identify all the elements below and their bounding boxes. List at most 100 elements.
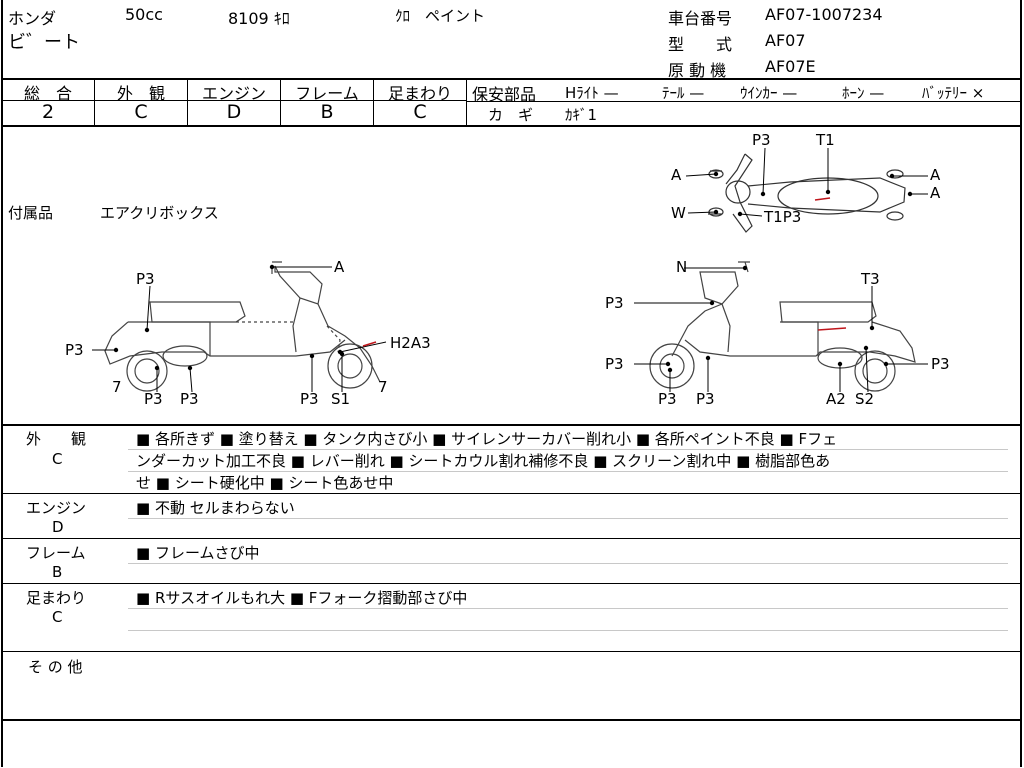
rule [280, 78, 281, 125]
rule [128, 608, 1008, 609]
remark-title-suspension: 足まわり [26, 589, 87, 607]
rule [187, 78, 188, 125]
label-right-p3-b1: P3 [658, 390, 677, 408]
safety-winker: ｳｲﾝｶｰ — [740, 84, 798, 102]
chassis-label: 車台番号 [668, 9, 733, 28]
remark-line: ンダーカット加工不良 ■ レバー削れ ■ シートカウル割れ補修不良 ■ スクリー… [136, 452, 831, 470]
scooter-top-view [708, 153, 906, 233]
safety-headlight: Hﾗｲﾄ — [565, 84, 619, 102]
label-right-a2: A2 [826, 390, 846, 408]
rule [128, 518, 1008, 519]
safety-label: 保安部品 [472, 85, 537, 104]
maker: ホンダ [8, 9, 57, 28]
label-left-p3-b2: P3 [180, 390, 199, 408]
leader-lines [92, 147, 928, 393]
label-left-seven-r: 7 [378, 378, 388, 396]
label-top-a2: A [930, 166, 941, 184]
label-top-t1: T1 [815, 131, 835, 149]
label-right-p3-b2: P3 [696, 390, 715, 408]
label-top-t1p3: T1P3 [763, 208, 801, 226]
rule [94, 78, 95, 125]
scooter-left-view [104, 261, 381, 392]
remark-title-frame: フレーム [26, 544, 86, 562]
model-name: ビ゛ート [8, 32, 80, 53]
grade-header-engine: エンジン [201, 84, 266, 103]
accessories-value: エアクリボックス [100, 204, 219, 222]
chassis-value: AF07-1007234 [765, 5, 883, 24]
type-label: 型 式 [668, 35, 733, 54]
remark-grade-suspension: C [52, 608, 63, 626]
rule [128, 563, 1008, 564]
displacement: 50cc [125, 5, 163, 24]
remark-grade-engine: D [52, 518, 64, 536]
rule [1, 538, 1022, 539]
label-left-h2a3: H2A3 [390, 334, 431, 352]
remark-title-exterior: 外 観 [26, 430, 87, 448]
rule [1, 583, 1022, 584]
grade-header-overall: 総 合 [23, 84, 72, 103]
label-right-p3-body: P3 [605, 294, 624, 312]
rule [1, 493, 1022, 494]
label-left-p3-front: P3 [65, 341, 84, 359]
rule [128, 471, 1008, 472]
remark-line: ■ 各所きず ■ 塗り替え ■ タンク内さび小 ■ サイレンサーカバー削れ小 ■… [136, 430, 838, 448]
rule [128, 630, 1008, 631]
grade-engine: D [226, 101, 242, 123]
damage-diagram: P3 T1 A A A W T1P3 A P3 P3 H2A3 7 7 P3 P… [65, 131, 950, 408]
remark-line: ■ Rサスオイルもれ大 ■ Fフォーク摺動部さび中 [136, 589, 468, 607]
key-value: ｶｷﾞ1 [565, 106, 598, 124]
label-left-p3-b3: P3 [300, 390, 319, 408]
remark-title-engine: エンジン [26, 499, 87, 517]
remark-line: ■ フレームさび中 [136, 544, 260, 562]
rule [1, 78, 1022, 80]
rule [128, 449, 1008, 450]
engine-label: 原 動 機 [668, 61, 727, 80]
rule [466, 78, 467, 125]
red-marks [362, 197, 847, 347]
label-left-p3-seat: P3 [136, 270, 155, 288]
rule [467, 101, 1022, 102]
type-value: AF07 [765, 31, 806, 50]
grade-header-suspension: 足まわり [387, 84, 452, 103]
rule [1, 100, 467, 101]
color: ｸﾛ ペイント [395, 7, 486, 25]
label-left-a: A [334, 258, 345, 276]
safety-tail: ﾃｰﾙ — [662, 84, 705, 102]
damage-points [113, 171, 913, 373]
label-top-a1: A [671, 166, 682, 184]
grade-header-exterior: 外 観 [116, 84, 165, 103]
label-top-w: W [671, 204, 686, 222]
rule [1, 719, 1022, 721]
safety-horn: ﾎｰﾝ — [842, 84, 885, 102]
grade-frame: B [320, 101, 334, 123]
key-label: カ ギ [488, 106, 534, 124]
label-top-a3: A [930, 184, 941, 202]
grade-header-frame: フレーム [295, 84, 359, 103]
mileage: 8109 ｷﾛ [228, 9, 290, 28]
grade-overall: 2 [41, 101, 55, 123]
rule [1, 424, 1022, 426]
label-right-s2: S2 [855, 390, 874, 408]
rule [1, 125, 1022, 127]
label-left-seven-l: 7 [112, 378, 122, 396]
grade-suspension: C [413, 101, 427, 123]
accessories-label: 付属品 [8, 204, 54, 222]
rule [1, 651, 1022, 652]
remark-title-other: そ の 他 [28, 658, 83, 676]
engine-value: AF07E [765, 57, 816, 76]
label-right-p3-rear: P3 [931, 355, 950, 373]
remark-line: せ ■ シート硬化中 ■ シート色あせ中 [136, 474, 394, 492]
grade-exterior: C [134, 101, 148, 123]
remark-grade-exterior: C [52, 450, 63, 468]
label-right-p3-wheel: P3 [605, 355, 624, 373]
remark-line: ■ 不動 セルまわらない [136, 499, 295, 517]
label-right-n: N [676, 258, 687, 276]
label-left-s1: S1 [331, 390, 350, 408]
rule [373, 78, 374, 125]
label-left-p3-b1: P3 [144, 390, 163, 408]
safety-battery: ﾊﾞｯﾃﾘｰ × [922, 84, 985, 102]
remark-grade-frame: B [52, 563, 63, 581]
scooter-right-view [649, 261, 916, 392]
label-right-t3: T3 [860, 270, 880, 288]
